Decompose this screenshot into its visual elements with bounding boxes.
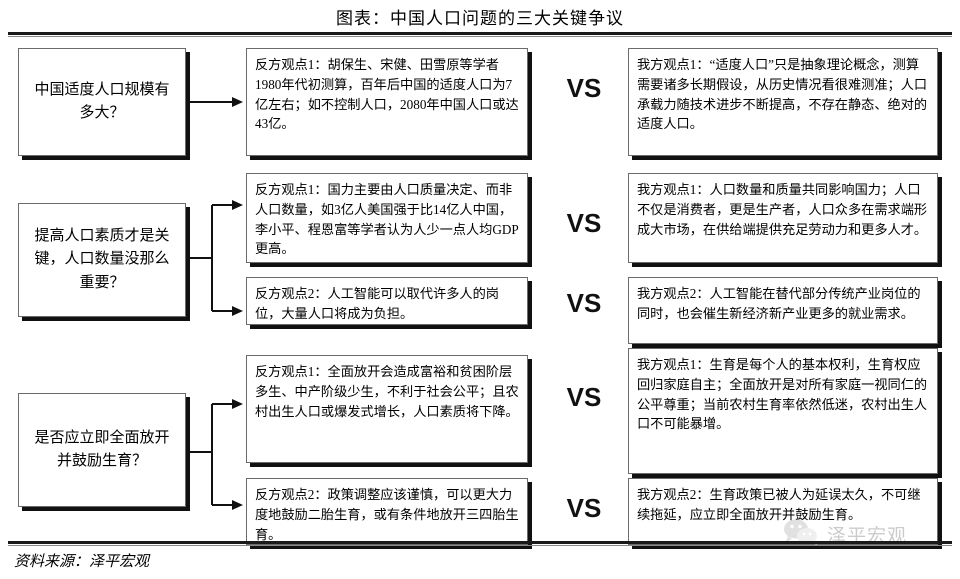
question-label-3: 是否应立即全面放开并鼓励生育？ bbox=[34, 429, 170, 469]
con-text-1: 反方观点1：胡保生、宋健、田雪原等学者1980年代初测算，百年后中国的适度人口为… bbox=[255, 57, 519, 132]
pro-text-5: 我方观点2：生育政策已被人为延误太久，不可继续拖延，应立即全面放开并鼓励生育。 bbox=[637, 487, 921, 522]
con-text-4: 反方观点1：全面放开会造成富裕和贫困阶层多生、中产阶级少生，不利于社会公平；且农… bbox=[255, 364, 519, 419]
pro-box-3[interactable]: 我方观点2：人工智能在替代部分传统产业岗位的同时，也会催生新经济新产业更多的就业… bbox=[628, 277, 938, 344]
question-label-2: 提高人口素质才是关键，人口数量没那么重要？ bbox=[34, 228, 170, 291]
source-note: 资料来源：泽平宏观 bbox=[14, 554, 150, 570]
con-box-1[interactable]: 反方观点1：胡保生、宋健、田雪原等学者1980年代初测算，百年后中国的适度人口为… bbox=[246, 48, 528, 156]
question-label-1: 中国适度人口规模有多大？ bbox=[34, 81, 170, 121]
footer-divider-thin bbox=[8, 545, 952, 546]
con-box-3[interactable]: 反方观点2：人工智能可以取代许多人的岗位，大量人口将成为负担。 bbox=[246, 277, 528, 325]
vs-label-3: VS bbox=[566, 288, 602, 318]
con-text-3: 反方观点2：人工智能可以取代许多人的岗位，大量人口将成为负担。 bbox=[255, 286, 499, 321]
page-title: 图表：中国人口问题的三大关键争议 bbox=[336, 9, 624, 28]
vs-label-2: VS bbox=[566, 208, 602, 238]
pro-box-1[interactable]: 我方观点1：“适度人口”只是抽象理论概念，测算需要诸多长期假设，从历史情况看很难… bbox=[628, 48, 938, 156]
pro-text-1: 我方观点1：“适度人口”只是抽象理论概念，测算需要诸多长期假设，从历史情况看很难… bbox=[637, 57, 928, 132]
vs-label-5: VS bbox=[566, 493, 602, 523]
pro-text-2: 我方观点1：人口数量和质量共同影响国力；人口不仅是消费者，更是生产者，人口众多在… bbox=[637, 182, 928, 237]
con-text-5: 反方观点2：政策调整应该谨慎，可以更大力度地鼓励二胎生育，或有条件地放开三四胎生… bbox=[255, 487, 519, 542]
pro-box-5[interactable]: 我方观点2：生育政策已被人为延误太久，不可继续拖延，应立即全面放开并鼓励生育。 bbox=[628, 478, 938, 545]
connector-arrow-q1 bbox=[186, 94, 244, 110]
connector-branch-q3 bbox=[186, 385, 244, 519]
question-box-1[interactable]: 中国适度人口规模有多大？ bbox=[18, 48, 186, 156]
title-divider bbox=[8, 32, 952, 35]
con-box-4[interactable]: 反方观点1：全面放开会造成富裕和贫困阶层多生、中产阶级少生，不利于社会公平；且农… bbox=[246, 355, 528, 463]
con-text-2: 反方观点1：国力主要由人口质量决定、而非人口数量，如3亿人美国强于比14亿人中国… bbox=[255, 182, 519, 257]
con-box-2[interactable]: 反方观点1：国力主要由人口质量决定、而非人口数量，如3亿人美国强于比14亿人中国… bbox=[246, 173, 528, 263]
pro-box-2[interactable]: 我方观点1：人口数量和质量共同影响国力；人口不仅是消费者，更是生产者，人口众多在… bbox=[628, 173, 938, 263]
pro-box-4[interactable]: 我方观点1：生育是每个人的基本权利，生育权应回归家庭自主；全面放开是对所有家庭一… bbox=[628, 348, 938, 474]
title-divider-thin bbox=[8, 36, 952, 37]
footer-divider bbox=[8, 541, 952, 544]
con-box-5[interactable]: 反方观点2：政策调整应该谨慎，可以更大力度地鼓励二胎生育，或有条件地放开三四胎生… bbox=[246, 478, 528, 545]
vs-label-4: VS bbox=[566, 382, 602, 412]
pro-text-4: 我方观点1：生育是每个人的基本权利，生育权应回归家庭自主；全面放开是对所有家庭一… bbox=[637, 357, 928, 432]
question-box-2[interactable]: 提高人口素质才是关键，人口数量没那么重要？ bbox=[18, 203, 186, 317]
pro-text-3: 我方观点2：人工智能在替代部分传统产业岗位的同时，也会催生新经济新产业更多的就业… bbox=[637, 286, 921, 321]
connector-branch-q2 bbox=[186, 196, 244, 320]
question-box-3[interactable]: 是否应立即全面放开并鼓励生育？ bbox=[18, 393, 186, 507]
vs-label-1: VS bbox=[566, 73, 602, 103]
